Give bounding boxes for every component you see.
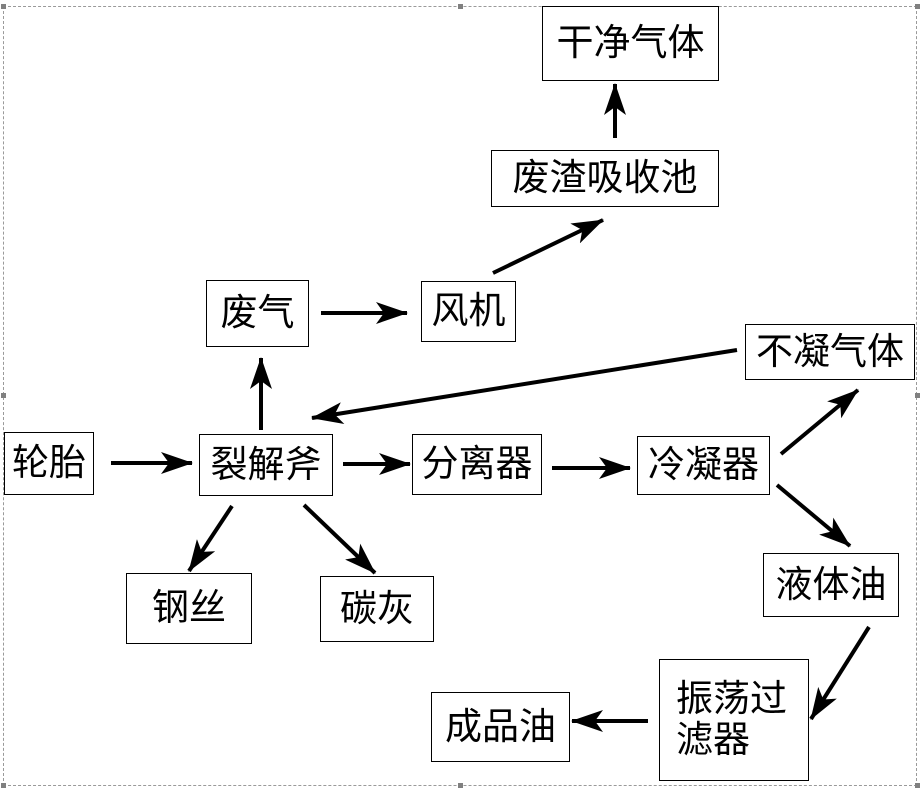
- node-liquid-oil: 液体油: [763, 553, 899, 617]
- arrow-kettle-to-steelwire: [187, 504, 234, 573]
- node-residue-absorption-pool: 废渣吸收池: [491, 150, 719, 207]
- resize-handle-bottom-right[interactable]: [915, 783, 920, 788]
- node-fan: 风机: [421, 281, 516, 342]
- node-waste-gas: 废气: [206, 280, 309, 347]
- node-carbon-ash: 碳灰: [320, 576, 434, 642]
- node-clean-gas: 干净气体: [542, 6, 719, 81]
- arrow-liquidoil-to-filter: [809, 625, 871, 721]
- resize-handle-middle-left[interactable]: [1, 393, 6, 398]
- resize-handle-top-center[interactable]: [458, 4, 463, 9]
- arrow-condenser-to-noncondensable: [779, 388, 860, 456]
- arrow-noncondensable-to-kettle: [311, 348, 738, 424]
- node-vibrating-filter: 振荡过 滤器: [659, 659, 809, 781]
- resize-handle-bottom-left[interactable]: [1, 783, 6, 788]
- resize-handle-bottom-center[interactable]: [458, 783, 463, 788]
- node-condenser: 冷凝器: [637, 436, 770, 495]
- arrow-kettle-to-carbonash: [302, 503, 377, 575]
- node-vibrating-filter-line1: 振荡过: [676, 677, 787, 721]
- node-separator: 分离器: [412, 434, 542, 495]
- node-tire: 轮胎: [4, 432, 94, 495]
- node-steel-wire: 钢丝: [126, 573, 252, 644]
- resize-handle-middle-right[interactable]: [915, 393, 920, 398]
- node-vibrating-filter-line2: 滤器: [676, 718, 750, 761]
- node-finished-oil: 成品油: [431, 692, 570, 762]
- node-noncondensable-gas: 不凝气体: [745, 324, 915, 380]
- arrow-condenser-to-liquidoil: [775, 483, 852, 548]
- resize-handle-top-left[interactable]: [1, 4, 6, 9]
- arrow-fan-to-residuepool: [492, 218, 604, 275]
- node-cracking-kettle: 裂解斧: [199, 434, 333, 496]
- resize-handle-top-right[interactable]: [915, 4, 920, 9]
